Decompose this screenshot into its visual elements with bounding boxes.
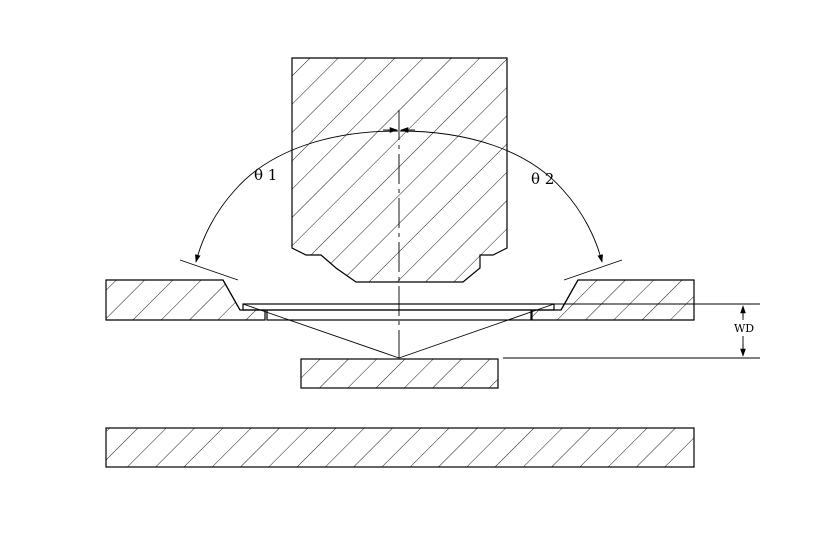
window-glass [242, 303, 555, 311]
theta1-arc [195, 130, 399, 263]
upper-plate-left [105, 279, 266, 321]
theta2-arc [399, 130, 603, 263]
angle-limit-line-left [179, 259, 239, 281]
stage [105, 427, 695, 468]
cone-line-right [398, 303, 555, 359]
specimen [300, 358, 499, 389]
wd-label-background [733, 320, 753, 336]
angle-limit-line-right [563, 259, 623, 281]
aperture-taper-left [222, 279, 241, 311]
aperture-taper-right [560, 279, 579, 311]
wd-label: WD [734, 322, 754, 335]
theta1-label: θ 1 [254, 166, 277, 184]
cone-line-left [242, 303, 400, 359]
upper-plate-right [531, 279, 695, 321]
objective-lens-body [291, 57, 508, 283]
theta2-label: θ 2 [531, 170, 554, 188]
